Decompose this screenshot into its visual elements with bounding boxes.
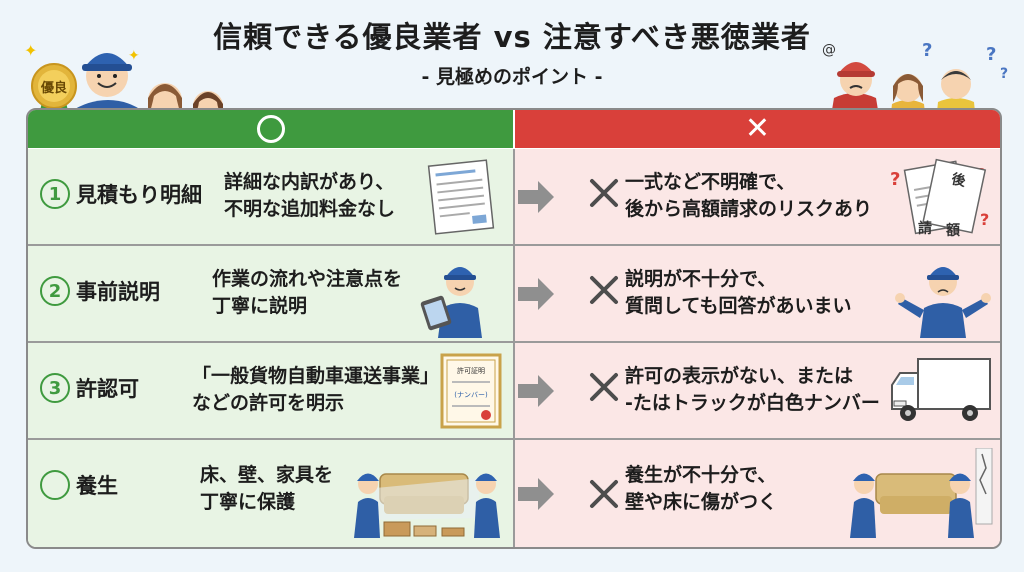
workers-protecting-sofa-icon — [354, 473, 500, 538]
svg-text:✦: ✦ — [24, 41, 37, 60]
bad-description: 養生が不十分で、壁や床に傷がつく — [625, 464, 778, 513]
good-description: 作業の流れや注意点を丁寧に説明 — [212, 268, 403, 317]
page-title: 信頼できる優良業者 vs 注意すべき悪徳業者 — [213, 20, 811, 54]
workers-careless-sofa-icon — [850, 448, 993, 538]
estimate-document-icon — [427, 159, 495, 235]
page-subtitle: - 見極めのポイント - — [421, 66, 603, 88]
arrow-right-icon — [518, 181, 554, 213]
bad-description: 一式など不明確で、後から高額請求のリスクあり — [625, 171, 873, 220]
svg-text:?: ? — [890, 169, 900, 190]
bad-description: 説明が不十分で、質問しても回答があいまい — [625, 268, 852, 317]
cross-icon — [590, 179, 618, 207]
svg-text:?: ? — [1000, 66, 1008, 82]
worker-with-tablet-icon — [420, 267, 482, 338]
cross-icon — [590, 276, 618, 304]
cross-icon — [590, 373, 618, 401]
comparison-table: ✕ 1 見積もり明細 詳細な内訳があり、不明な追加料金なし — [26, 108, 1002, 549]
row-heading: 事前説明 — [76, 280, 160, 304]
svg-text:額: 額 — [945, 222, 960, 239]
bad-description: 許可の表示がない、または-たはトラックが白色ナンバー — [625, 365, 880, 414]
svg-text:?: ? — [922, 40, 932, 61]
svg-text:(ナンバー): (ナンバー) — [454, 391, 488, 399]
row-heading: 見積もり明細 — [76, 183, 202, 207]
svg-text:@: @ — [822, 42, 836, 58]
license-certificate-icon: 許可証明 (ナンバー) — [440, 353, 502, 429]
row-number — [40, 470, 70, 500]
table-row: 養生 床、壁、家具を丁寧に保護 養生が不十分で、壁や床に傷がつく — [28, 440, 1000, 547]
table-row: 1 見積もり明細 詳細な内訳があり、不明な追加料金なし 一式など不明確で、後か — [28, 149, 1000, 244]
table-row: 2 事前説明 作業の流れや注意点を丁寧に説明 説明が不十分で、質問しても回答があ… — [28, 246, 1000, 341]
good-description: 詳細な内訳があり、不明な追加料金なし — [224, 171, 396, 220]
good-column-header — [28, 110, 513, 148]
table-row: 3 許認可 「一般貨物自動車運送事業」などの許可を明示 許可証明 (ナンバー) … — [28, 343, 1000, 438]
row-number: 2 — [40, 276, 70, 306]
arrow-right-icon — [518, 478, 554, 510]
row-heading: 許認可 — [76, 377, 139, 401]
bad-column-header: ✕ — [515, 110, 1000, 148]
cross-icon — [590, 480, 618, 508]
svg-text:後: 後 — [950, 170, 968, 190]
row-heading: 養生 — [76, 474, 118, 498]
svg-text:?: ? — [986, 44, 996, 65]
svg-text:?: ? — [980, 210, 989, 229]
svg-text:許可証明: 許可証明 — [457, 366, 485, 375]
svg-text:請: 請 — [918, 220, 932, 237]
white-truck-icon — [891, 358, 991, 421]
svg-text:✦: ✦ — [128, 48, 140, 64]
arrow-right-icon — [518, 375, 554, 407]
good-description: 「一般貨物自動車運送事業」などの許可を明示 — [192, 365, 440, 414]
row-number: 1 — [40, 179, 70, 209]
good-description: 床、壁、家具を丁寧に保護 — [200, 464, 334, 513]
row-number: 3 — [40, 373, 70, 403]
arrow-right-icon — [518, 278, 554, 310]
shrugging-worker-icon — [895, 267, 991, 338]
invoice-documents-icon: ? ? ? 後 請 額 — [890, 158, 989, 239]
badge-label: 優良 — [40, 80, 67, 96]
circle-icon — [256, 115, 285, 143]
cross-icon: ✕ — [744, 111, 771, 146]
